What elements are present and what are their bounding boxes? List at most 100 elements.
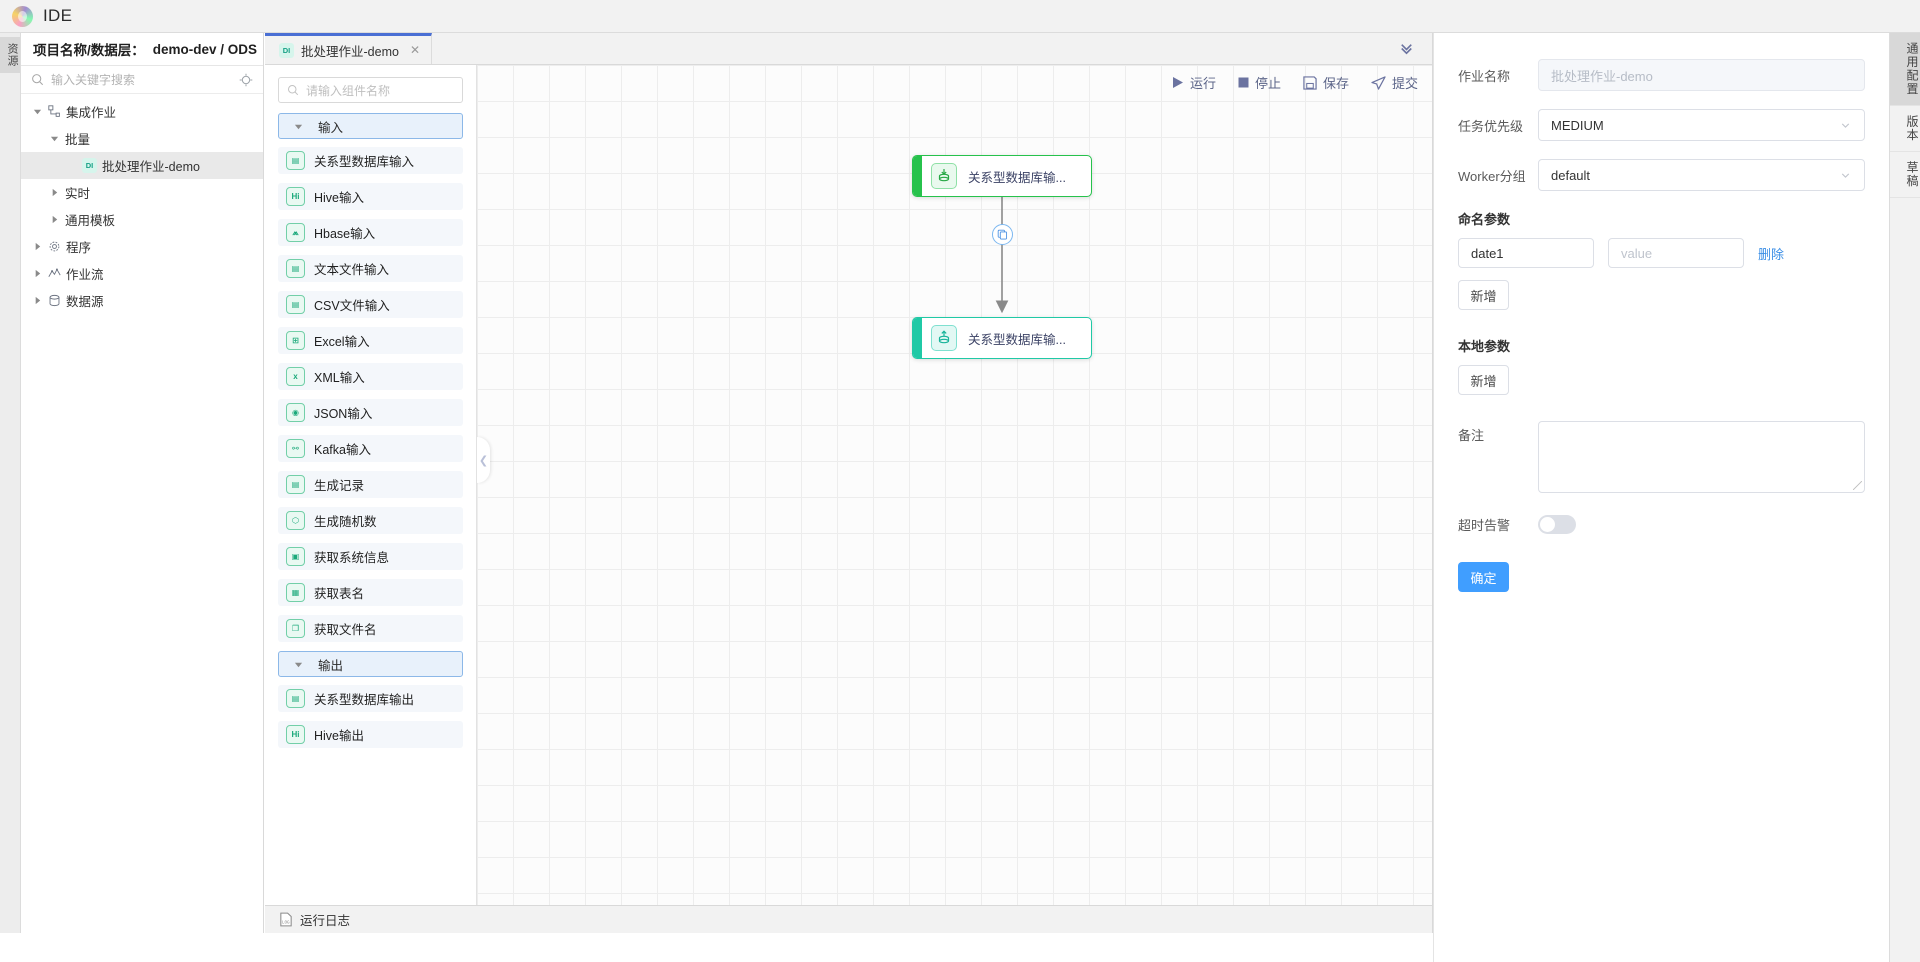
- caret-icon[interactable]: [48, 187, 60, 199]
- palette-group-label: 输入: [318, 120, 344, 135]
- palette-item-label: CSV文件输入: [314, 299, 390, 313]
- palette-search[interactable]: 请输入组件名称: [278, 77, 463, 103]
- editor-area: DI 批处理作业-demo ✕ 请输入组件名称 输入▤: [265, 33, 1433, 933]
- svg-text:LOG: LOG: [282, 920, 290, 925]
- tree-item-0[interactable]: 集成作业: [21, 98, 263, 125]
- note-row: 备注: [1458, 421, 1865, 493]
- priority-select[interactable]: MEDIUM: [1538, 109, 1865, 141]
- palette-item-0-8[interactable]: ⚯Kafka输入: [278, 435, 463, 462]
- tree-item-6[interactable]: 作业流: [21, 260, 263, 287]
- caret-icon[interactable]: [31, 268, 43, 280]
- palette-item-0-9[interactable]: ▤生成记录: [278, 471, 463, 498]
- stop-icon: [1238, 77, 1249, 88]
- caret-icon[interactable]: [48, 214, 60, 226]
- named-param-value-input[interactable]: value: [1608, 238, 1744, 268]
- palette-group-0[interactable]: 输入: [278, 113, 463, 139]
- palette-item-label: Hive输入: [314, 191, 365, 205]
- play-icon: [1172, 76, 1184, 89]
- locate-target-icon[interactable]: [239, 73, 253, 87]
- palette-group-1[interactable]: 输出: [278, 651, 463, 677]
- add-named-param-button[interactable]: 新增: [1458, 280, 1509, 310]
- worker-group-select[interactable]: default: [1538, 159, 1865, 191]
- tree-item-1[interactable]: 批量: [21, 125, 263, 152]
- palette-item-0-0[interactable]: ▤关系型数据库输入: [278, 147, 463, 174]
- palette-item-0-11[interactable]: ▣获取系统信息: [278, 543, 463, 570]
- palette-item-1-0[interactable]: ▤关系型数据库输出: [278, 685, 463, 712]
- caret-icon[interactable]: [31, 106, 43, 118]
- vertical-tab-0[interactable]: 通用配置: [1890, 33, 1920, 106]
- flow-node-1[interactable]: 关系型数据库输...: [912, 317, 1092, 359]
- database-out-icon: [931, 325, 957, 351]
- priority-label: 任务优先级: [1458, 118, 1524, 134]
- toolbar-停止[interactable]: 停止: [1238, 73, 1281, 92]
- vertical-tab-label: 通用配置: [1905, 42, 1919, 96]
- palette-item-0-7[interactable]: ◉JSON输入: [278, 399, 463, 426]
- toolbar-运行[interactable]: 运行: [1172, 73, 1216, 92]
- confirm-button[interactable]: 确定: [1458, 562, 1509, 592]
- vertical-tab-1[interactable]: 版本: [1890, 106, 1920, 152]
- palette-item-0-12[interactable]: ▦获取表名: [278, 579, 463, 606]
- project-header: 项目名称/数据层： demo-dev / ODS: [21, 33, 263, 66]
- palette-item-0-2[interactable]: ⩕Hbase输入: [278, 219, 463, 246]
- json-icon: ◉: [286, 403, 305, 422]
- datasource-icon: [48, 294, 61, 307]
- tree-search-input[interactable]: 输入关键字搜索: [51, 73, 136, 87]
- vertical-tab-label: 草稿: [1905, 161, 1919, 188]
- vertical-tab-2[interactable]: 草稿: [1890, 152, 1920, 198]
- palette-item-label: Hive输出: [314, 729, 365, 743]
- palette-item-label: 生成随机数: [314, 515, 377, 529]
- worker-group-label: Worker分组: [1458, 168, 1526, 184]
- timeout-alarm-toggle[interactable]: [1538, 515, 1576, 534]
- flow-canvas[interactable]: 运行 停止 保存 提交 ❮ 关系型数据库输... 关系型数据库输...: [477, 65, 1432, 905]
- toolbar-label: 运行: [1189, 76, 1216, 91]
- palette-search-input[interactable]: 请输入组件名称: [306, 83, 391, 98]
- double-chevron-down-icon[interactable]: [1397, 39, 1416, 58]
- named-param-key-input[interactable]: date1: [1458, 238, 1594, 268]
- tree-item-4[interactable]: 通用模板: [21, 206, 263, 233]
- palette-item-0-3[interactable]: ▤文本文件输入: [278, 255, 463, 282]
- project-header-label: 项目名称/数据层：: [33, 43, 145, 58]
- tree-item-3[interactable]: 实时: [21, 179, 263, 206]
- palette-item-label: 获取文件名: [314, 623, 377, 637]
- add-local-param-button[interactable]: 新增: [1458, 365, 1509, 395]
- toolbar-保存[interactable]: 保存: [1303, 73, 1349, 92]
- tree-item-7[interactable]: 数据源: [21, 287, 263, 314]
- tree-search[interactable]: 输入关键字搜索: [21, 66, 263, 94]
- job-name-row: 作业名称 批处理作业-demo: [1458, 59, 1865, 91]
- editor-tabstrip: DI 批处理作业-demo ✕: [265, 33, 1432, 65]
- caret-icon[interactable]: [31, 241, 43, 253]
- caret-icon[interactable]: [31, 295, 43, 307]
- palette-item-label: Hbase输入: [314, 227, 376, 241]
- tree-item-5[interactable]: 程序: [21, 233, 263, 260]
- editor-tab-batch-job[interactable]: DI 批处理作业-demo ✕: [265, 33, 432, 64]
- caret-icon[interactable]: [48, 133, 60, 145]
- rail-tab-resource[interactable]: 资源: [0, 37, 20, 73]
- statusbar-label[interactable]: 运行日志: [300, 914, 351, 928]
- palette-item-1-1[interactable]: Hi Hive输出: [278, 721, 463, 748]
- copy-icon[interactable]: [992, 224, 1013, 245]
- job-name-field[interactable]: 批处理作业-demo: [1538, 59, 1865, 91]
- database-in-icon: [931, 163, 957, 189]
- hive-icon: Hi: [286, 725, 305, 744]
- editor-statusbar: LOG 运行日志: [265, 905, 1432, 933]
- toolbar-提交[interactable]: 提交: [1371, 73, 1418, 92]
- palette-item-0-5[interactable]: ⊞Excel输入: [278, 327, 463, 354]
- palette-item-0-4[interactable]: ▤CSV文件输入: [278, 291, 463, 318]
- submit-icon: [1371, 75, 1386, 90]
- named-params-list: date1 value 删除: [1458, 238, 1865, 268]
- palette-item-label: 生成记录: [314, 479, 365, 493]
- palette-collapse-handle[interactable]: ❮: [477, 437, 490, 483]
- canvas-toolbar: 运行 停止 保存 提交: [1172, 73, 1418, 92]
- note-textarea[interactable]: [1538, 421, 1865, 493]
- delete-named-param-link[interactable]: 删除: [1758, 246, 1785, 262]
- close-icon[interactable]: ✕: [409, 43, 420, 57]
- local-params-title: 本地参数: [1458, 339, 1511, 354]
- palette-item-0-10[interactable]: ⬡生成随机数: [278, 507, 463, 534]
- left-rail: 资源: [0, 33, 21, 933]
- flow-node-0[interactable]: 关系型数据库输...: [912, 155, 1092, 197]
- palette-item-0-13[interactable]: ❐获取文件名: [278, 615, 463, 642]
